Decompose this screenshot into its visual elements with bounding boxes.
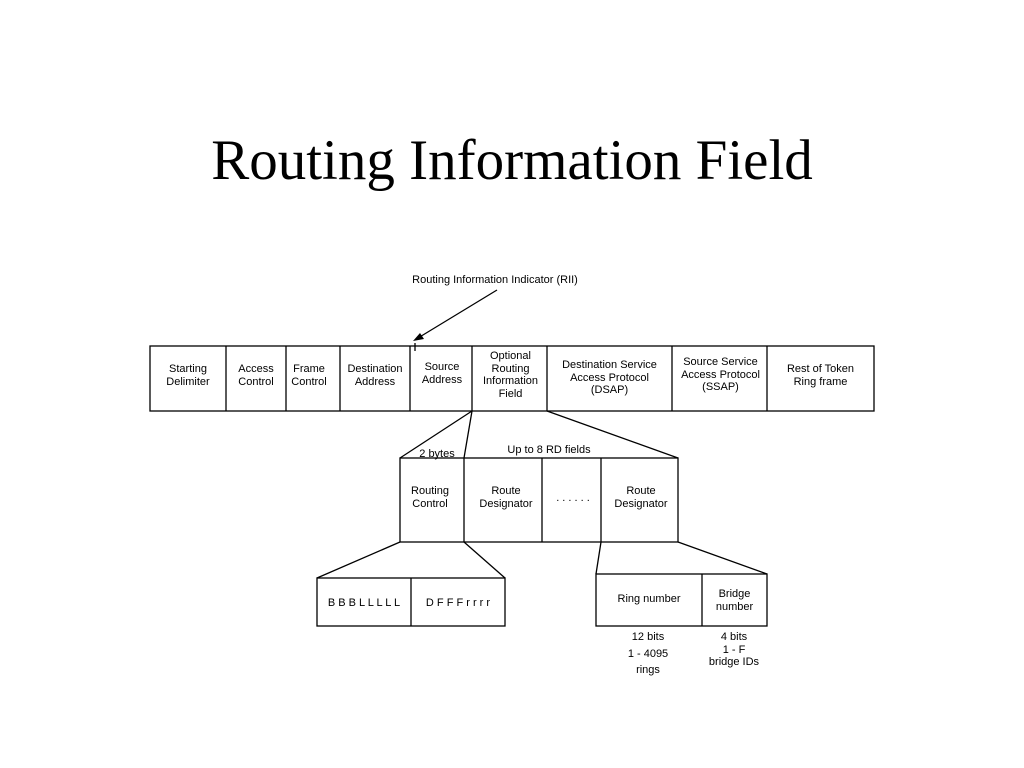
rif-routing-control: Routing Control bbox=[411, 485, 449, 510]
rif-route-designator: Route Designator bbox=[614, 485, 668, 510]
expansion-line bbox=[546, 410, 679, 459]
field-ssap: Source Service Access Protocol (SSAP) bbox=[681, 356, 760, 393]
rii-label: Routing Information Indicator (RII) bbox=[412, 274, 578, 286]
rii-arrow-line bbox=[417, 289, 498, 339]
expansion-line bbox=[316, 541, 401, 579]
rii-arrowhead bbox=[413, 333, 424, 341]
bridge-notes: 4 bits 1 - F bridge IDs bbox=[708, 631, 760, 668]
rif-box bbox=[399, 457, 679, 543]
routing-control-bits-2: D F F F r r r r bbox=[425, 597, 491, 609]
rif-route-designator: Route Designator bbox=[479, 485, 533, 510]
field-optional-rif: Optional Routing Information Field bbox=[482, 350, 539, 400]
ring-number-field: Ring number bbox=[617, 593, 681, 605]
ring-note-rings: rings bbox=[636, 664, 660, 676]
rd-fields-note: Up to 8 RD fields bbox=[507, 444, 591, 456]
field-access-control: Access Control bbox=[238, 363, 274, 388]
ring-note-range: 1 - 4095 bbox=[627, 648, 669, 660]
field-destination-address: Destination Address bbox=[347, 363, 403, 388]
field-rest-of-frame: Rest of Token Ring frame bbox=[786, 363, 855, 388]
ring-note-bits: 12 bits bbox=[631, 631, 665, 643]
expansion-line bbox=[677, 541, 768, 575]
rif-ellipsis: . . . . . . bbox=[556, 492, 590, 504]
page-title: Routing Information Field bbox=[211, 129, 813, 192]
frame-box bbox=[149, 345, 875, 412]
bridge-number-field: Bridge number bbox=[715, 588, 754, 613]
route-designator-box bbox=[595, 573, 768, 627]
routing-control-bits-1: B B B L L L L L bbox=[327, 597, 401, 609]
field-frame-control: Frame Control bbox=[291, 363, 327, 388]
field-dsap: Destination Service Access Protocol (DSA… bbox=[562, 359, 657, 396]
field-source-address: Source Address bbox=[421, 361, 463, 386]
two-bytes-pointer bbox=[463, 410, 473, 459]
expansion-line bbox=[595, 541, 602, 575]
two-bytes-label: 2 bytes bbox=[419, 448, 455, 460]
field-starting-delimiter: Starting Delimiter bbox=[166, 363, 210, 388]
expansion-line bbox=[463, 541, 506, 579]
expansion-line bbox=[399, 410, 473, 459]
